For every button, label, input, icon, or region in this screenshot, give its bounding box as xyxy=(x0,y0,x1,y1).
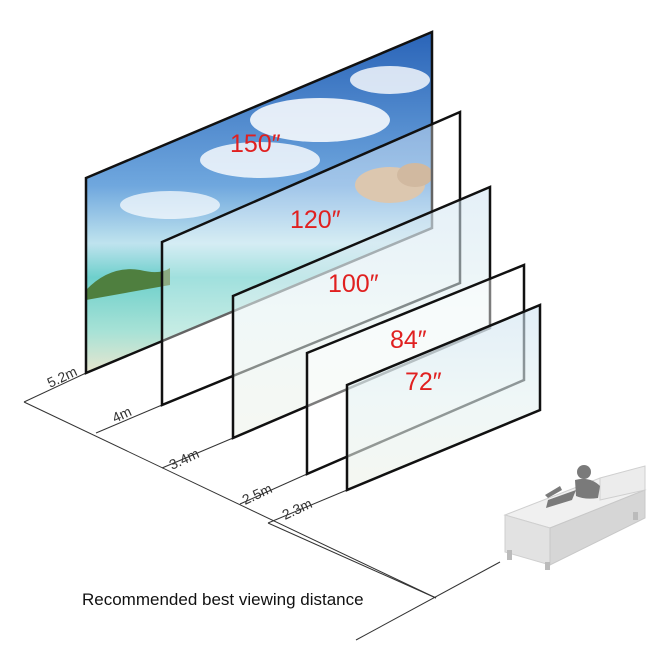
distance-label-100: 3.4m xyxy=(167,445,202,473)
size-label-84: 84″ xyxy=(390,326,427,354)
size-label-72: 72″ xyxy=(405,368,442,396)
floor-edge-right xyxy=(355,561,501,641)
floor-line-100 xyxy=(161,437,234,469)
person-icon xyxy=(545,465,600,508)
floor-line-84 xyxy=(239,473,308,505)
caption: Recommended best viewing distance xyxy=(82,590,364,609)
sofa-icon xyxy=(503,465,647,570)
floor-line-150 xyxy=(23,372,87,403)
size-label-100: 100″ xyxy=(328,270,379,298)
distance-label-84: 2.5m xyxy=(240,480,275,508)
floor-line-120 xyxy=(95,404,163,434)
floor-edge-left xyxy=(23,401,437,599)
distance-label-120: 4m xyxy=(110,403,134,426)
size-label-150: 150″ xyxy=(230,130,281,158)
floor-edge-mid xyxy=(267,522,437,599)
distance-label-150: 5.2m xyxy=(45,363,80,391)
floor-lines xyxy=(23,372,501,641)
screen-72-inch xyxy=(345,303,542,492)
size-label-120: 120″ xyxy=(290,206,341,234)
floor-line-72 xyxy=(267,489,348,524)
distance-label-72: 2.3m xyxy=(280,495,315,523)
screen-150-inch xyxy=(84,30,434,375)
